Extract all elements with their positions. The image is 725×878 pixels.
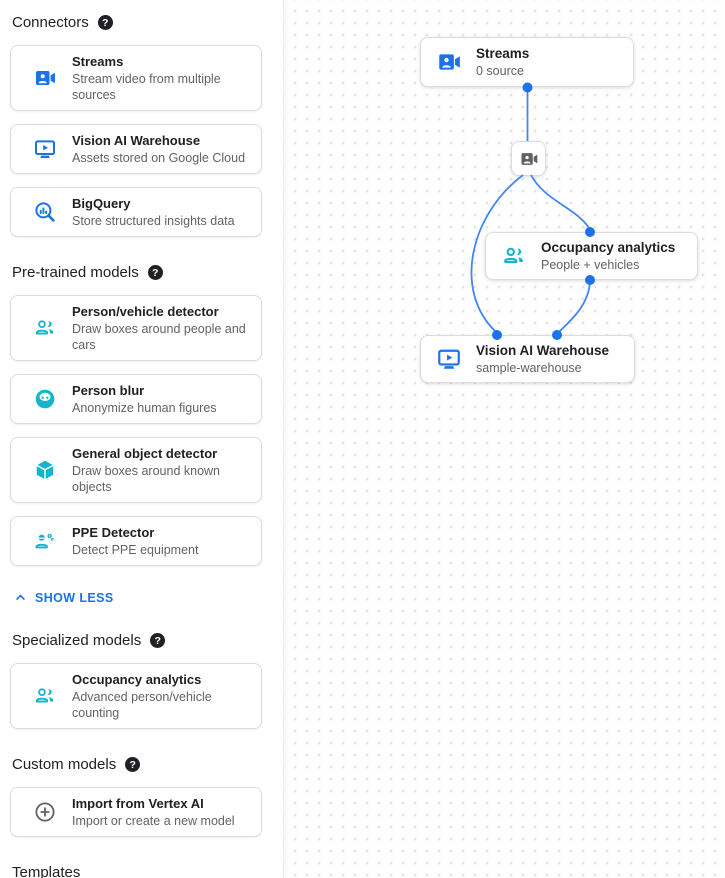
section-header-custom-models: Custom models ? — [12, 756, 283, 773]
card-vision-ai-warehouse[interactable]: Vision AI Warehouse Assets stored on Goo… — [10, 124, 262, 174]
edge-occupancy-to-warehouse — [558, 280, 591, 333]
warehouse-display-icon — [33, 137, 57, 161]
card-bigquery[interactable]: BigQuery Store structured insights data — [10, 187, 262, 237]
card-subtitle: Advanced person/vehicle counting — [72, 690, 212, 720]
pipeline-edges — [470, 82, 595, 340]
chevron-up-icon — [13, 590, 28, 605]
help-icon[interactable]: ? — [125, 757, 141, 772]
card-subtitle: Store structured insights data — [72, 214, 235, 228]
node-title: Vision AI Warehouse — [476, 343, 610, 358]
people-group-icon — [501, 243, 527, 269]
card-subtitle: Detect PPE equipment — [72, 543, 199, 557]
show-less-link[interactable]: SHOW LESS — [13, 590, 114, 605]
warehouse-display-icon — [436, 346, 462, 372]
card-streams[interactable]: Streams Stream video from multiple sourc… — [10, 45, 262, 111]
node-subtitle: sample-warehouse — [476, 361, 582, 375]
card-subtitle: Import or create a new model — [72, 814, 235, 828]
card-subtitle: Stream video from multiple sources — [72, 72, 221, 102]
card-subtitle: Draw boxes around people and cars — [72, 322, 246, 352]
people-group-icon — [33, 684, 57, 708]
edge-source-to-occupancy — [530, 174, 590, 229]
section-title: Specialized models — [12, 632, 142, 649]
video-camera-icon — [519, 149, 539, 169]
card-occupancy-analytics[interactable]: Occupancy analytics Advanced person/vehi… — [10, 663, 262, 729]
section-header-pretrained-models: Pre-trained models ? — [12, 264, 283, 281]
section-header-templates: Templates — [12, 864, 283, 878]
help-icon[interactable]: ? — [147, 265, 163, 280]
video-camera-icon — [436, 49, 462, 75]
node-title: Occupancy analytics — [541, 240, 676, 255]
component-library-sidebar: Connectors ? Streams Stream video from m… — [0, 0, 284, 878]
node-subtitle: People + vehicles — [541, 258, 640, 272]
card-title: Occupancy analytics — [72, 672, 202, 687]
section-title: Connectors — [12, 14, 89, 31]
ppe-person-icon — [33, 529, 57, 553]
plus-circle-icon — [33, 800, 57, 824]
node-vision-ai-warehouse[interactable]: Vision AI Warehouse sample-warehouse — [420, 335, 635, 383]
help-icon[interactable]: ? — [150, 633, 166, 648]
section-header-specialized-models: Specialized models ? — [12, 632, 283, 649]
node-occupancy-analytics[interactable]: Occupancy analytics People + vehicles — [485, 232, 698, 280]
face-icon — [33, 387, 57, 411]
card-subtitle: Assets stored on Google Cloud — [72, 151, 246, 165]
section-header-connectors: Connectors ? — [12, 14, 283, 31]
card-person-vehicle-detector[interactable]: Person/vehicle detector Draw boxes aroun… — [10, 295, 262, 361]
card-title: Streams — [72, 54, 124, 69]
card-title: BigQuery — [72, 196, 131, 211]
people-group-icon — [33, 316, 57, 340]
pipeline-canvas[interactable]: Streams 0 source Occupancy analytics Peo… — [284, 0, 725, 878]
card-general-object-detector[interactable]: General object detector Draw boxes aroun… — [10, 437, 262, 503]
section-title: Custom models — [12, 756, 117, 773]
bigquery-search-icon — [33, 200, 57, 224]
card-title: Vision AI Warehouse — [72, 133, 201, 148]
node-title: Streams — [476, 46, 530, 61]
help-icon[interactable]: ? — [97, 15, 113, 30]
cube-icon — [33, 458, 57, 482]
card-ppe-detector[interactable]: PPE Detector Detect PPE equipment — [10, 516, 262, 566]
section-title: Templates — [12, 864, 81, 878]
card-person-blur[interactable]: Person blur Anonymize human figures — [10, 374, 262, 424]
card-title: PPE Detector — [72, 525, 155, 540]
card-subtitle: Anonymize human figures — [72, 401, 217, 415]
section-title: Pre-trained models — [12, 264, 139, 281]
card-title: General object detector — [72, 446, 218, 461]
node-stream-source[interactable] — [511, 141, 546, 176]
card-import-from-vertex-ai[interactable]: Import from Vertex AI Import or create a… — [10, 787, 262, 837]
card-title: Person blur — [72, 383, 145, 398]
card-subtitle: Draw boxes around known objects — [72, 464, 220, 494]
node-subtitle: 0 source — [476, 64, 524, 78]
video-camera-icon — [33, 66, 57, 90]
show-less-label: SHOW LESS — [35, 590, 114, 605]
card-title: Import from Vertex AI — [72, 796, 204, 811]
node-streams[interactable]: Streams 0 source — [420, 37, 634, 87]
card-title: Person/vehicle detector — [72, 304, 219, 319]
